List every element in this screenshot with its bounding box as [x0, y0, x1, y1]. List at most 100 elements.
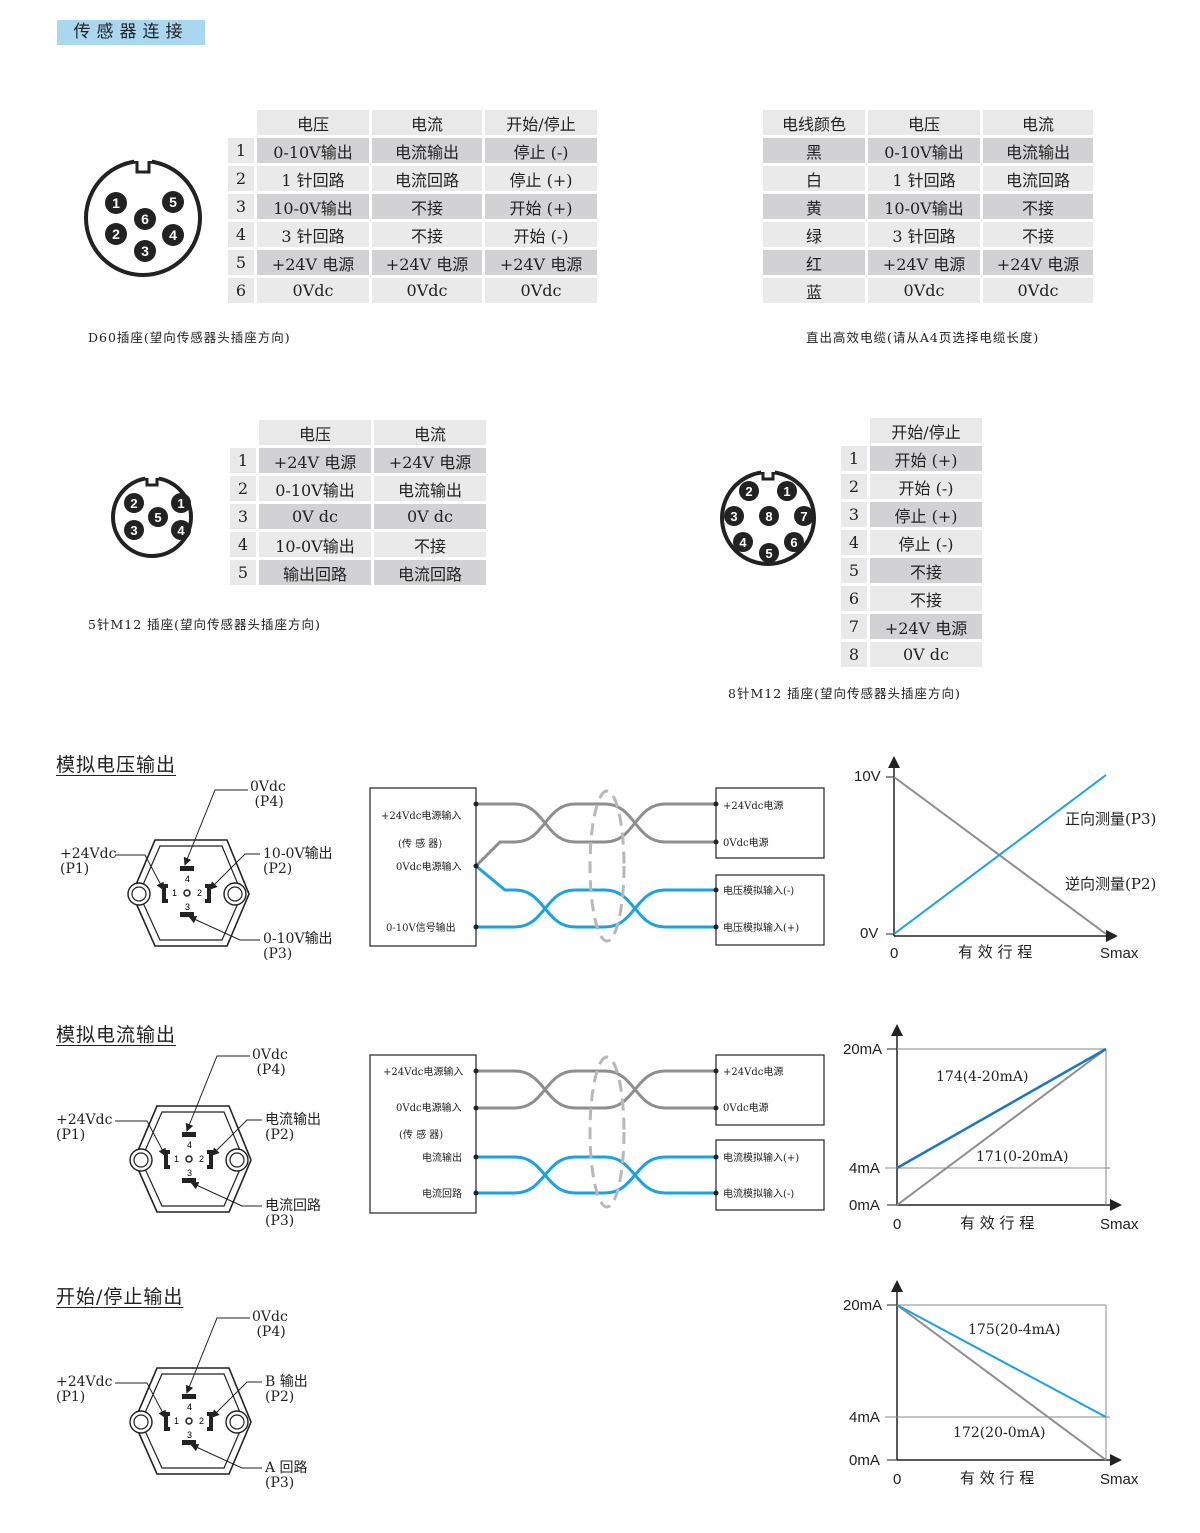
pin-label: 1 [783, 484, 790, 499]
table-cell: +24V 电源 [374, 448, 486, 473]
s-p2-text: B 输出 [265, 1374, 308, 1390]
cg-x-label: 有 效 行 程 [960, 1214, 1035, 1232]
pin-label: 1 [174, 1154, 179, 1164]
wire-label: 电流模拟输入(+) [723, 1151, 799, 1164]
pin-label: 3 [187, 1168, 192, 1178]
pin-label: 2 [199, 1154, 204, 1164]
wire-label: 0Vdc电源 [723, 1101, 769, 1114]
table-cell: 电流输出 [374, 476, 486, 501]
wire-color: 黄 [763, 194, 865, 219]
power-supply-box [715, 787, 825, 859]
wire-label: 电流模拟输入(-) [723, 1187, 794, 1200]
s-p3-text: A 回路 [265, 1460, 308, 1476]
pin-number: 5 [228, 250, 254, 275]
line-174-4-20ma [896, 1047, 1107, 1170]
cable-header-voltage: 电压 [868, 110, 980, 135]
cg-y-bottom: 0mA [849, 1197, 880, 1214]
vg-line-reverse-label: 逆向测量(P2) [1065, 875, 1157, 893]
vg-x-start: 0 [890, 945, 899, 962]
table-cell: 不接 [372, 194, 482, 219]
table-cell: 3 针回路 [257, 222, 369, 247]
table-cell: 电流输出 [372, 138, 482, 163]
table-cell: 电流输出 [983, 138, 1093, 163]
cg-x-end: Smax [1100, 1216, 1139, 1233]
m12-5-pin-5: 5 [148, 507, 168, 527]
sensor-box [369, 1054, 477, 1214]
table-cell: 电流回路 [374, 560, 486, 585]
v-p4-label: 0Vdc (P4) [250, 780, 286, 810]
pin-label: 1 [174, 1416, 179, 1426]
m12-5pin-caption: 5针M12 插座(望向传感器头插座方向) [88, 617, 321, 632]
table-cell: 不接 [372, 222, 482, 247]
d60-header-current: 电流 [372, 110, 482, 135]
m12-8-pin-5: 5 [759, 543, 779, 563]
table-cell: 不接 [374, 532, 486, 557]
v-p2-text: 10-0V输出 [263, 846, 333, 862]
pin-label: 1 [112, 195, 120, 211]
table-cell: 0Vdc [372, 278, 482, 303]
wire-label: 电压模拟输入(-) [723, 884, 794, 897]
current-hex-connector-icon: 4 1 2 3 [115, 1055, 262, 1213]
table-cell: 0-10V输出 [868, 138, 980, 163]
table-cell: 开始 (+) [870, 446, 982, 471]
table-cell: 3 针回路 [868, 222, 980, 247]
table-cell: 10-0V输出 [257, 194, 369, 219]
pin-number: 2 [230, 476, 256, 501]
cable-shield [588, 1055, 626, 1209]
pin-label: 2 [197, 888, 202, 898]
pin-label: 7 [800, 509, 807, 524]
pin-label: 3 [141, 243, 149, 259]
sg-x-label: 有 效 行 程 [960, 1469, 1035, 1487]
table-cell: 0Vdc [868, 278, 980, 303]
table-cell: 停止 (+) [485, 166, 597, 191]
v-p1-label: +24Vdc(P1) [60, 847, 116, 877]
sg-y-bottom: 0mA [849, 1452, 880, 1469]
wire-label: +24Vdc电源输入 [383, 1065, 463, 1078]
forward-measurement-line [893, 774, 1107, 935]
sg-y-top: 20mA [843, 1297, 883, 1314]
pin-label: 2 [112, 226, 120, 242]
s-p2-id: (P2) [265, 1389, 295, 1405]
sg-x-start: 0 [893, 1471, 902, 1488]
cg-line-b-label: 171(0-20mA) [976, 1149, 1069, 1165]
table-cell: 0Vdc [983, 278, 1093, 303]
vg-x-label: 有 效 行 程 [958, 943, 1033, 961]
m12-8pin-caption: 8针M12 插座(望向传感器头插座方向) [728, 686, 961, 701]
pin-label: 6 [141, 211, 149, 227]
wire-label: +24Vdc电源 [723, 799, 783, 812]
m12-8pin-socket-icon: 1 2 3 4 5 6 7 8 [720, 467, 816, 566]
wire-label: +24Vdc电源 [723, 1065, 783, 1078]
c-p2-label: 电流输出(P2) [265, 1113, 321, 1143]
d60-pin-1: 1 [105, 192, 127, 214]
voltage-output-heading: 模拟电压输出 [56, 754, 177, 776]
pin-number: 4 [228, 222, 254, 247]
table-cell: +24V 电源 [870, 614, 982, 639]
pin-number: 2 [228, 166, 254, 191]
wire-label: 0Vdc电源输入 [396, 860, 462, 873]
d60-pin-2: 2 [105, 223, 127, 245]
receiver-box [715, 1139, 825, 1211]
v-p1-id: (P1) [60, 861, 90, 877]
cg-y-mid: 4mA [849, 1160, 880, 1177]
m12-8-pin-7: 7 [794, 506, 814, 526]
wire-color: 黑 [763, 138, 865, 163]
table-cell: 0Vdc [257, 278, 369, 303]
wire-label: 0Vdc电源输入 [396, 1101, 462, 1114]
table-cell: +24V 电源 [372, 250, 482, 275]
table-cell: 不接 [870, 558, 982, 583]
table-cell: 0V dc [374, 504, 486, 529]
pin-number: 3 [841, 502, 867, 527]
c-p1-text: +24Vdc [56, 1112, 113, 1128]
pin-label: 4 [177, 523, 185, 538]
table-cell: 0Vdc [485, 278, 597, 303]
m12-5-pin-2: 2 [124, 493, 144, 513]
cg-x-start: 0 [893, 1216, 902, 1233]
wire-color: 白 [763, 166, 865, 191]
current-wiring-diagram: +24Vdc电源输入 0Vdc电源输入 (传 感 器) 电流输出 电流回路 +2… [369, 1054, 825, 1214]
m12-5-pin-1: 1 [171, 493, 191, 513]
pin-label: 1 [172, 888, 177, 898]
c-p3-label: 电流回路(P3) [265, 1199, 321, 1229]
